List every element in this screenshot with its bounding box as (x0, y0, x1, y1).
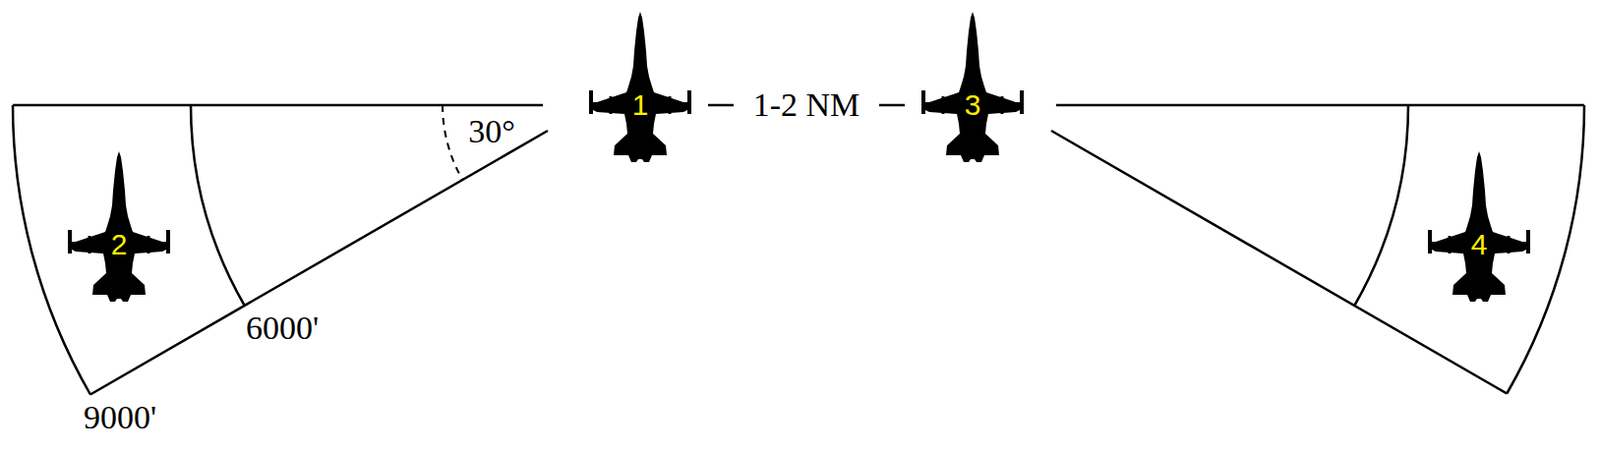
wingtip-missile (1019, 90, 1024, 115)
angle-arc (442, 105, 463, 180)
aircraft-number: 1 (586, 90, 695, 120)
dimension-label: 9000' (83, 401, 157, 435)
wing-store (147, 236, 151, 254)
inner-range-arc (1354, 105, 1409, 306)
wing-store (668, 96, 672, 115)
dimension-label-box: 30° (468, 115, 516, 149)
wing-store (609, 96, 613, 115)
wingtip-missile (1526, 230, 1531, 254)
wingtip-missile (589, 90, 593, 115)
aircraft-number: 4 (1424, 230, 1534, 260)
dimension-label: 6000' (245, 311, 319, 346)
wingtip-missile (1427, 230, 1432, 254)
wingtip-missile (67, 230, 72, 254)
aircraft-body (592, 11, 688, 163)
reference-line (12, 104, 543, 108)
aircraft-silhouette (64, 151, 174, 305)
aircraft-silhouette (1424, 151, 1534, 305)
wing-store (88, 236, 92, 254)
dimension-label: 30° (468, 115, 516, 149)
dimension-label-box: 6000' (245, 311, 319, 346)
wing-store (1001, 96, 1005, 115)
aircraft-body (925, 11, 1020, 163)
wing-store (1448, 236, 1452, 254)
aircraft-node: 3 (918, 11, 1027, 166)
wingtip-missile (921, 90, 926, 115)
bearing-line (1051, 130, 1507, 395)
aircraft-body (1431, 151, 1527, 302)
sector-lines (12, 105, 1585, 396)
aircraft-silhouette (586, 11, 695, 166)
wingtip-missile (166, 230, 171, 254)
reference-line (1056, 104, 1585, 108)
aircraft-silhouette (918, 11, 1027, 166)
inner-range-arc (190, 105, 245, 306)
dimension-label-box: 9000' (83, 401, 157, 435)
aircraft-node: 1 (586, 11, 695, 166)
aircraft-node: 4 (1424, 151, 1534, 305)
spacing-label-box: 1-2 NM (733, 88, 881, 122)
aircraft-body (71, 151, 167, 302)
wing-store (942, 96, 946, 115)
wing-store (1507, 236, 1511, 254)
wingtip-missile (687, 90, 692, 115)
bearing-line (90, 130, 548, 396)
spacing-label: 1-2 NM (753, 88, 861, 122)
aircraft-number: 2 (64, 230, 174, 260)
aircraft-node: 2 (64, 151, 174, 305)
aircraft-number: 3 (918, 90, 1027, 120)
